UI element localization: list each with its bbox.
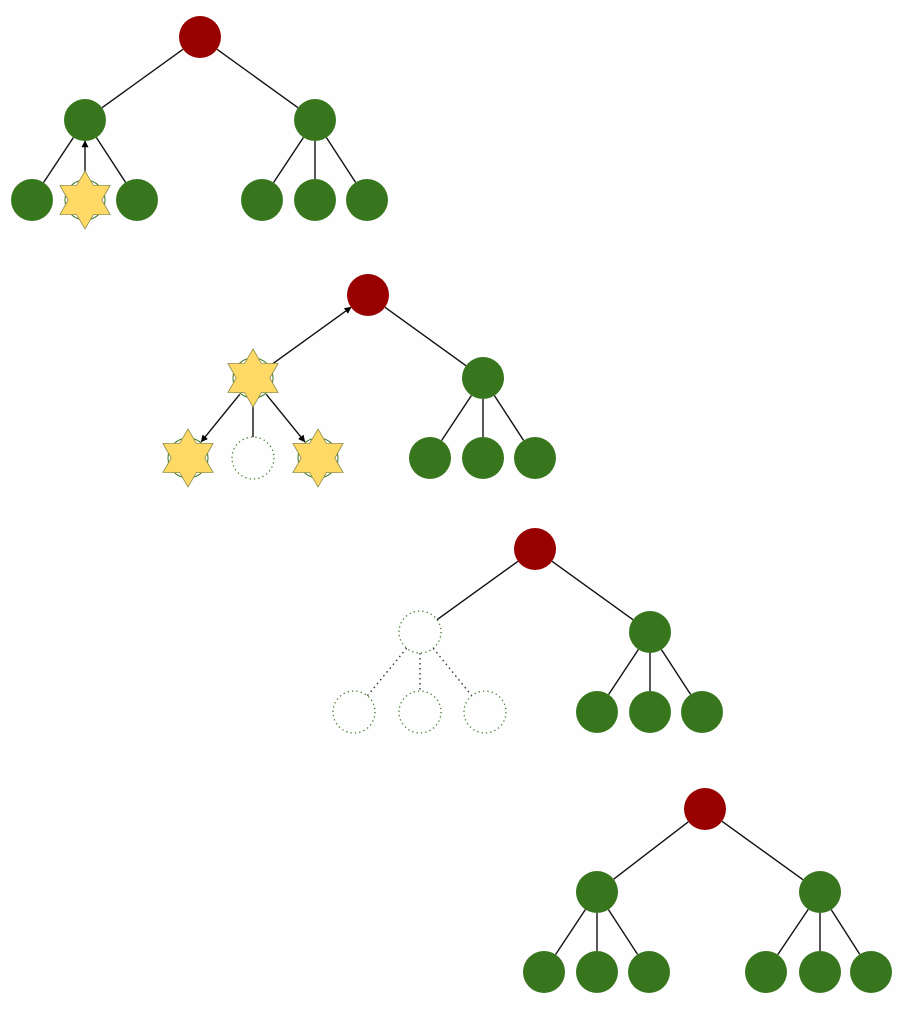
arrow-edge-up [269, 306, 352, 367]
node-circle-icon [514, 437, 556, 479]
tree-edge [551, 560, 634, 621]
empty-node-icon [332, 690, 376, 734]
tree-node [241, 179, 283, 221]
tree-edge [660, 649, 692, 695]
root-node [514, 528, 556, 570]
tree-node [629, 691, 671, 733]
tree-node [745, 951, 787, 993]
tree-edge [95, 137, 127, 183]
node-circle-icon [799, 871, 841, 913]
node-circle-icon [745, 951, 787, 993]
removed-node [231, 436, 275, 480]
highlighted-node [292, 428, 344, 488]
tree-edge [555, 909, 586, 955]
empty-node-icon [231, 436, 275, 480]
highlighted-node [162, 428, 214, 488]
node-circle-icon [11, 179, 53, 221]
tree-node [11, 179, 53, 221]
tree-edge [607, 909, 639, 955]
node-circle-icon [462, 437, 504, 479]
node-circle-icon [241, 179, 283, 221]
arrow-edge-down [200, 393, 241, 443]
node-circle-icon [64, 99, 106, 141]
tree-node [116, 179, 158, 221]
tree-edge [613, 821, 689, 880]
tree-edge [777, 909, 809, 955]
highlighted-node [59, 170, 111, 230]
tree-node [346, 179, 388, 221]
node-circle-icon [629, 691, 671, 733]
star-icon [59, 170, 111, 230]
tree-node [681, 691, 723, 733]
tree-node [462, 437, 504, 479]
tree-edge [216, 48, 299, 109]
root-circle-icon [179, 16, 221, 58]
removed-node [463, 690, 507, 734]
node-circle-icon [576, 691, 618, 733]
tree-node [294, 179, 336, 221]
node-circle-icon [799, 951, 841, 993]
tree-edge [441, 395, 472, 441]
tree-node [576, 691, 618, 733]
node-circle-icon [681, 691, 723, 733]
tree-node [409, 437, 451, 479]
node-circle-icon [576, 951, 618, 993]
tree-node [294, 99, 336, 141]
root-node [684, 788, 726, 830]
node-circle-icon [294, 99, 336, 141]
tree-node [850, 951, 892, 993]
root-circle-icon [347, 274, 389, 316]
node-circle-icon [294, 179, 336, 221]
tree-node [629, 611, 671, 653]
tree-node [799, 871, 841, 913]
tree-node [64, 99, 106, 141]
node-circle-icon [346, 179, 388, 221]
tree-node [576, 871, 618, 913]
node-circle-icon [629, 611, 671, 653]
node-circle-icon [628, 951, 670, 993]
tree-node [576, 951, 618, 993]
tree-edge [608, 649, 639, 695]
node-circle-icon [850, 951, 892, 993]
tree-node [514, 437, 556, 479]
removed-node [398, 610, 442, 654]
highlighted-node [227, 348, 279, 408]
tree-edge [43, 137, 74, 183]
tree-node [523, 951, 565, 993]
tree-edge [436, 560, 519, 621]
removed-edge [366, 647, 408, 697]
node-circle-icon [576, 871, 618, 913]
tree-edge [493, 395, 525, 441]
star-icon [292, 428, 344, 488]
removed-node [398, 690, 442, 734]
root-node [347, 274, 389, 316]
root-circle-icon [684, 788, 726, 830]
tree-node [799, 951, 841, 993]
root-circle-icon [514, 528, 556, 570]
star-icon [227, 348, 279, 408]
node-circle-icon [116, 179, 158, 221]
empty-node-icon [463, 690, 507, 734]
removed-edge [432, 647, 473, 697]
tree-edge [721, 820, 804, 881]
root-node [179, 16, 221, 58]
node-circle-icon [523, 951, 565, 993]
arrow-edge-down [265, 393, 306, 443]
empty-node-icon [398, 690, 442, 734]
tree-edge [273, 137, 304, 183]
empty-node-icon [398, 610, 442, 654]
tree-edge [830, 909, 861, 955]
tree-edge [384, 306, 467, 367]
tree-node [462, 357, 504, 399]
tree-node [628, 951, 670, 993]
removed-node [332, 690, 376, 734]
node-circle-icon [409, 437, 451, 479]
node-circle-icon [462, 357, 504, 399]
tree-edge [101, 48, 184, 109]
star-icon [162, 428, 214, 488]
tree-edge [325, 137, 357, 183]
